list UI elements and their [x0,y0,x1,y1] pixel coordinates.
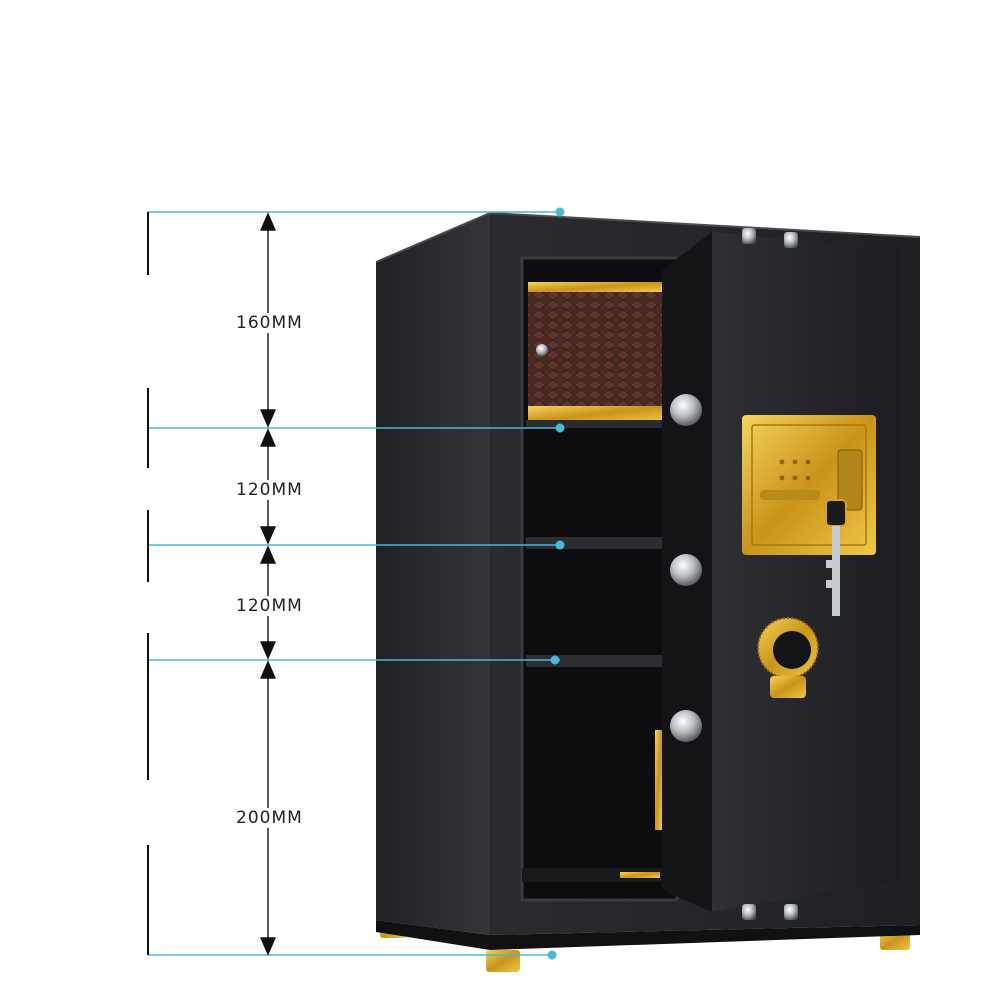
dimension-label-drawer: 160MM [234,313,305,333]
drawer-lock-icon [536,344,548,356]
safe-foot [486,950,520,972]
hinge-knob-icon [670,710,702,742]
dimension-label-shelf-2: 120MM [234,596,305,616]
key-icon [825,499,847,616]
safe-side-panel [376,213,490,935]
safe-door [712,232,900,912]
hinge-knob-icon [670,554,702,586]
dimension-guides [148,211,560,956]
interior-drawer [528,282,664,422]
dimension-label-shelf-1: 120MM [234,480,305,500]
shelf-1 [526,537,666,549]
shelf-2 [526,655,666,667]
hinge-knob-icon [670,394,702,426]
dimension-label-bottom: 200MM [234,808,305,828]
combination-dial-icon[interactable] [757,617,819,698]
